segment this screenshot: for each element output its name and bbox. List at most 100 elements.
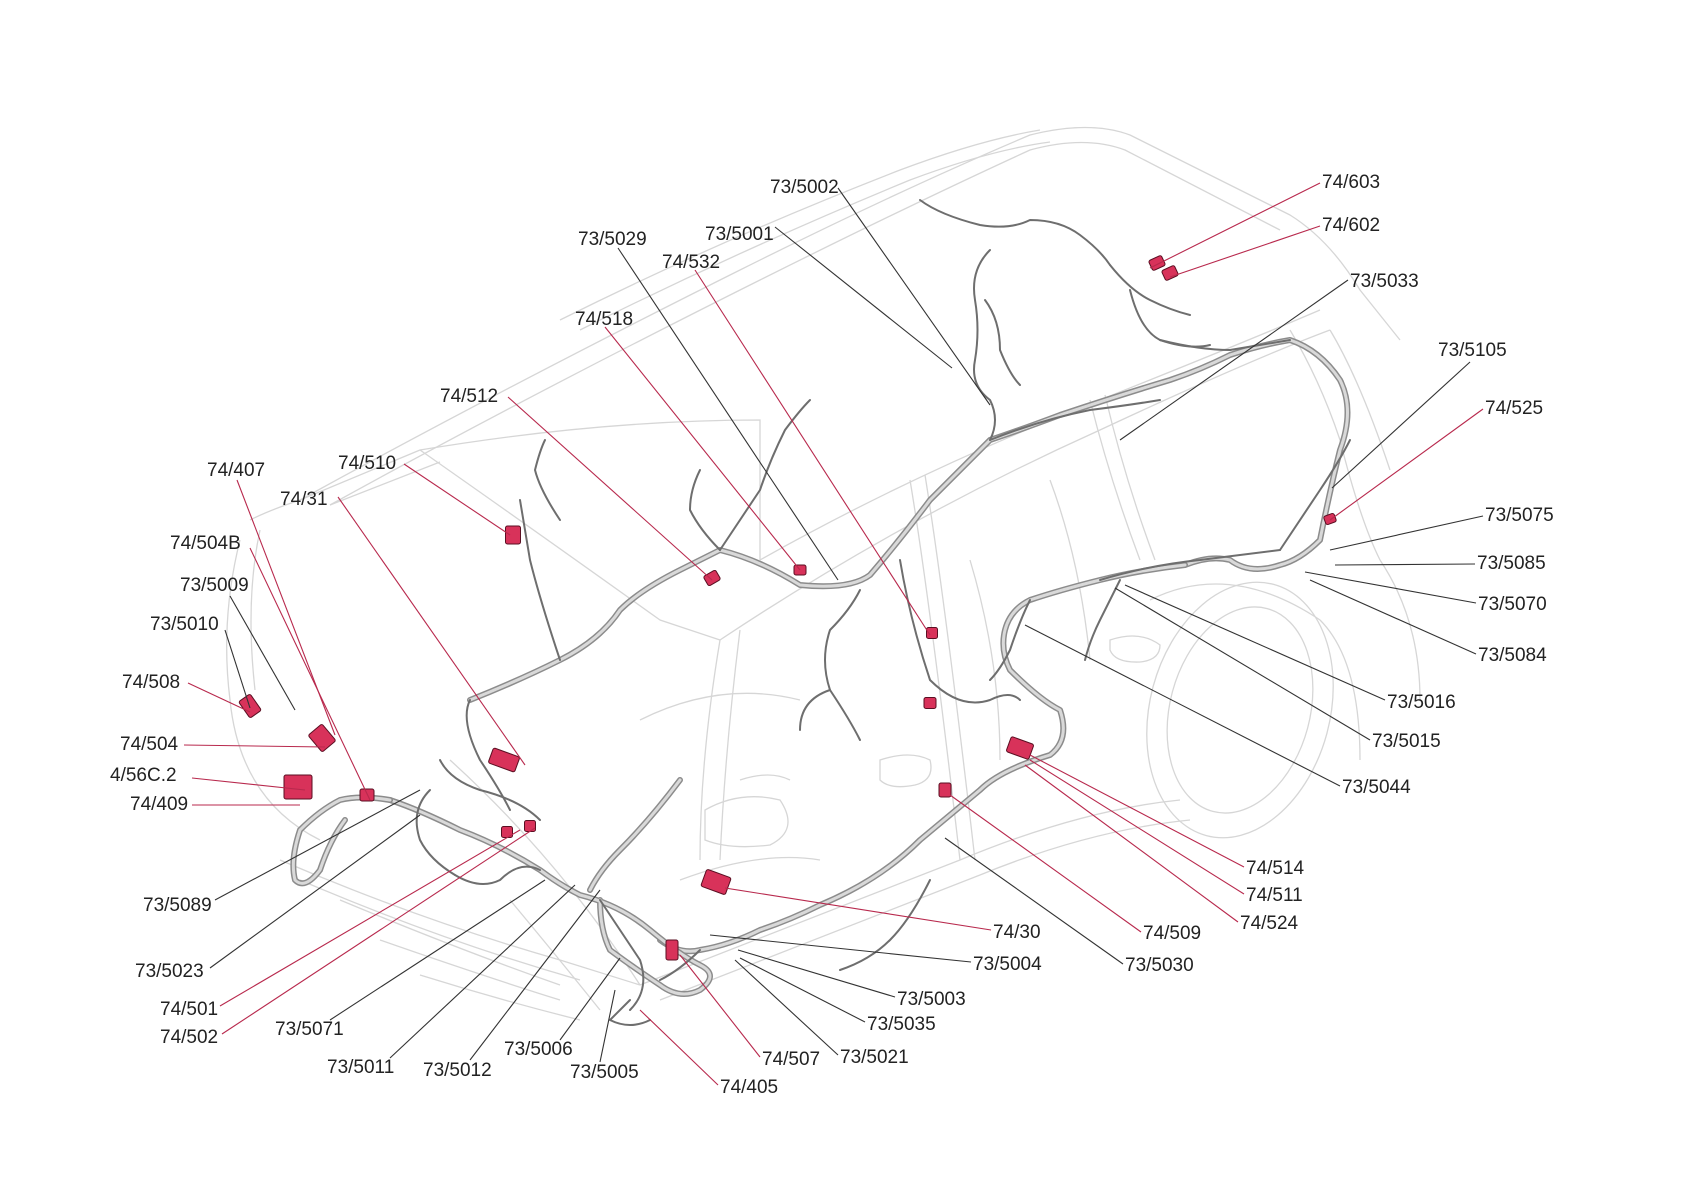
callout-74-501: 74/501 bbox=[160, 829, 521, 1020]
callout-label: 74/509 bbox=[1143, 923, 1201, 944]
callout-label: 4/56C.2 bbox=[110, 765, 177, 786]
callout-leader-line bbox=[469, 889, 601, 1061]
callout-leader-line bbox=[1024, 764, 1239, 923]
callout-leader-line bbox=[1119, 279, 1349, 441]
callout-leader-line bbox=[604, 326, 801, 571]
callout-label: 73/5030 bbox=[1125, 955, 1194, 976]
connector-block bbox=[283, 774, 313, 800]
callout-leader-line bbox=[739, 957, 866, 1023]
callout-label: 74/507 bbox=[762, 1049, 820, 1070]
connector-block bbox=[938, 782, 952, 798]
callout-74-31: 74/31 bbox=[280, 489, 526, 766]
callout-label: 73/5044 bbox=[1342, 777, 1411, 798]
callout-leader-line bbox=[329, 879, 546, 1021]
connector-block bbox=[505, 525, 521, 545]
callout-74-508: 74/508 bbox=[122, 672, 251, 713]
connector-block bbox=[1161, 265, 1179, 281]
callout-leader-line bbox=[337, 496, 526, 766]
connector-block bbox=[926, 627, 938, 639]
callout-leader-line bbox=[734, 959, 839, 1056]
callout-label: 73/5089 bbox=[143, 895, 212, 916]
callout-74-602: 74/602 bbox=[1169, 215, 1380, 278]
callout-label: 73/5016 bbox=[1387, 692, 1456, 713]
connector-block bbox=[308, 724, 336, 752]
callout-73-5012: 73/5012 bbox=[423, 889, 601, 1081]
callout-74-525: 74/525 bbox=[1329, 398, 1543, 521]
callout-leader-line bbox=[183, 744, 326, 748]
callout-label: 74/525 bbox=[1485, 398, 1543, 419]
callout-label: 73/5006 bbox=[504, 1039, 573, 1060]
callout-leader-line bbox=[1029, 754, 1245, 868]
callout-label: 73/5010 bbox=[150, 614, 219, 635]
callout-leader-line bbox=[737, 949, 896, 998]
connector-block bbox=[238, 694, 262, 718]
callout-leader-line bbox=[249, 547, 371, 801]
callout-73-5035: 73/5035 bbox=[739, 957, 936, 1035]
callout-73-5006: 73/5006 bbox=[504, 957, 621, 1060]
callout-label: 73/5071 bbox=[275, 1019, 344, 1040]
callout-label: 73/5035 bbox=[867, 1014, 936, 1035]
callout-74-603: 74/603 bbox=[1149, 172, 1380, 269]
callout-label: 73/5012 bbox=[423, 1060, 492, 1081]
callout-73-5023: 73/5023 bbox=[135, 814, 421, 982]
connector-block bbox=[1148, 255, 1166, 271]
callout-73-5070: 73/5070 bbox=[1304, 571, 1547, 615]
callout-label: 73/5011 bbox=[327, 1057, 394, 1078]
callout-74-30: 74/30 bbox=[724, 887, 1041, 943]
connector-block bbox=[1323, 512, 1337, 526]
callout-leader-line bbox=[214, 789, 421, 901]
callout-label: 74/603 bbox=[1322, 172, 1380, 193]
callout-label: 74/510 bbox=[338, 453, 396, 474]
callout-73-5021: 73/5021 bbox=[734, 959, 909, 1068]
callout-74-511: 74/511 bbox=[1029, 759, 1303, 906]
callout-leader-line bbox=[1024, 624, 1341, 787]
callout-73-5030: 73/5030 bbox=[944, 837, 1194, 976]
callout-label: 74/512 bbox=[440, 386, 498, 407]
callout-leader-line bbox=[709, 934, 972, 963]
callout-label: 74/518 bbox=[575, 309, 633, 330]
callout-leader-line bbox=[187, 682, 251, 713]
callout-73-5009: 73/5009 bbox=[180, 575, 296, 711]
callout-label: 73/5084 bbox=[1478, 645, 1547, 666]
callout-74-518: 74/518 bbox=[575, 309, 801, 571]
callout-label: 74/30 bbox=[993, 922, 1041, 943]
connectors bbox=[238, 255, 1337, 961]
callout-label: 73/5015 bbox=[1372, 731, 1441, 752]
callout-74-507: 74/507 bbox=[679, 954, 820, 1070]
callout-leader-line bbox=[1329, 408, 1484, 521]
callout-73-5084: 73/5084 bbox=[1309, 579, 1547, 666]
callout-73-5029: 73/5029 bbox=[578, 229, 839, 581]
callout-73-5011: 73/5011 bbox=[327, 884, 576, 1078]
callout-leader-line bbox=[403, 463, 511, 536]
callout-leader-line bbox=[221, 827, 536, 1035]
callout-73-5010: 73/5010 bbox=[150, 614, 251, 709]
callout-74-510: 74/510 bbox=[338, 453, 511, 536]
callout-leader-line bbox=[679, 954, 761, 1058]
callout-label: 73/5002 bbox=[770, 177, 839, 198]
callout-label: 73/5070 bbox=[1478, 594, 1547, 615]
connector-block bbox=[488, 747, 520, 773]
callout-74-409: 74/409 bbox=[130, 794, 300, 815]
callout-label: 74/31 bbox=[280, 489, 328, 510]
callout-label: 74/602 bbox=[1322, 215, 1380, 236]
callout-leader-line bbox=[1114, 587, 1371, 741]
callout-leader-line bbox=[694, 269, 931, 636]
callout-label: 74/502 bbox=[160, 1027, 218, 1048]
thin-wires bbox=[415, 199, 1351, 1026]
callout-leader-line bbox=[837, 187, 991, 406]
connector-block bbox=[703, 569, 721, 587]
callout-73-5005: 73/5005 bbox=[570, 989, 639, 1083]
callout-73-5016: 73/5016 bbox=[1124, 584, 1456, 713]
callout-74-504B: 74/504B bbox=[170, 533, 371, 801]
callout-label: 74/409 bbox=[130, 794, 188, 815]
callout-leader-line bbox=[1029, 759, 1245, 895]
callout-leader-line bbox=[209, 814, 421, 969]
callout-74-524: 74/524 bbox=[1024, 764, 1299, 934]
callout-label: 73/5003 bbox=[897, 989, 966, 1010]
callout-leader-line bbox=[389, 884, 576, 1059]
callout-leader-line bbox=[229, 595, 296, 711]
connector-block bbox=[359, 788, 375, 802]
callout-74-504: 74/504 bbox=[120, 734, 326, 755]
callout-leader-line bbox=[724, 887, 992, 931]
